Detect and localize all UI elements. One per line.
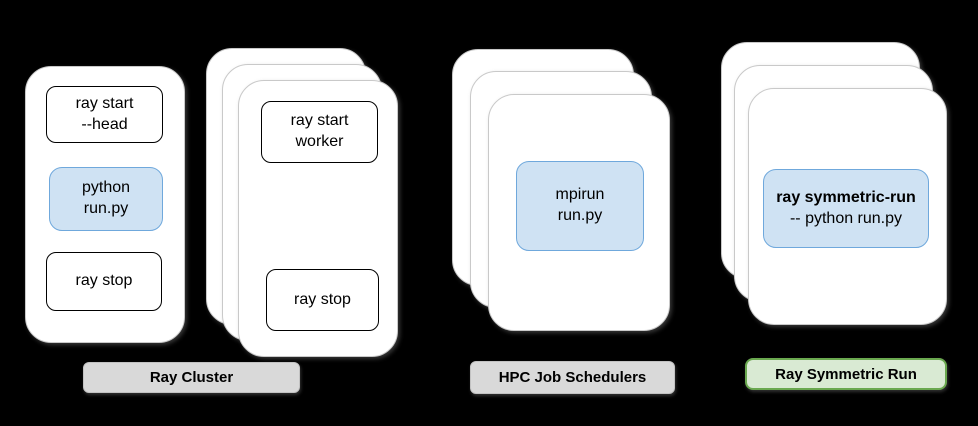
cmd-ray-start-worker: ray start worker <box>261 101 378 163</box>
worker-card-front: ray start worker ray stop <box>238 80 398 357</box>
cmd-line: run.py <box>557 207 603 224</box>
symmetric-card-front: ray symmetric-run -- python run.py <box>748 88 947 325</box>
label-ray-symmetric-run: Ray Symmetric Run <box>745 358 947 390</box>
cmd-ray-start-head: ray start --head <box>46 86 163 143</box>
cmd-ray-stop-worker: ray stop <box>266 269 379 331</box>
cmd-line: python <box>81 179 131 197</box>
label-text: Ray Symmetric Run <box>775 365 917 383</box>
symmetric-run-stack: ray symmetric-run -- python run.py <box>721 42 947 325</box>
cmd-line: ray start <box>290 112 349 130</box>
cmd-line: --head <box>81 115 128 133</box>
cmd-line: -- python run.py <box>789 209 903 227</box>
hpc-card-front: mpirun run.py <box>488 94 670 331</box>
cmd-line-bold: ray symmetric-run <box>776 188 916 206</box>
cmd-line: ray stop <box>75 272 133 290</box>
label-text: Ray Cluster <box>149 369 234 386</box>
cmd-line: run.py <box>83 200 129 217</box>
cmd-python-run: python run.py <box>49 167 163 231</box>
head-node-card: ray start --head python run.py ray stop <box>25 66 185 343</box>
cmd-line: ray start <box>75 94 134 112</box>
label-hpc-job-schedulers: HPC Job Schedulers <box>470 361 675 394</box>
hpc-stack: mpirun run.py <box>452 49 670 331</box>
cmd-mpirun: mpirun run.py <box>516 161 644 251</box>
cmd-line: mpirun <box>555 186 605 204</box>
cmd-ray-stop-head: ray stop <box>46 252 162 311</box>
label-ray-cluster: Ray Cluster <box>83 362 300 393</box>
cmd-symmetric-run: ray symmetric-run -- python run.py <box>763 169 929 248</box>
label-text: HPC Job Schedulers <box>498 369 647 386</box>
worker-nodes-stack: ray start worker ray stop <box>206 48 398 357</box>
cmd-line: worker <box>295 133 344 150</box>
cmd-line: ray stop <box>294 290 351 308</box>
